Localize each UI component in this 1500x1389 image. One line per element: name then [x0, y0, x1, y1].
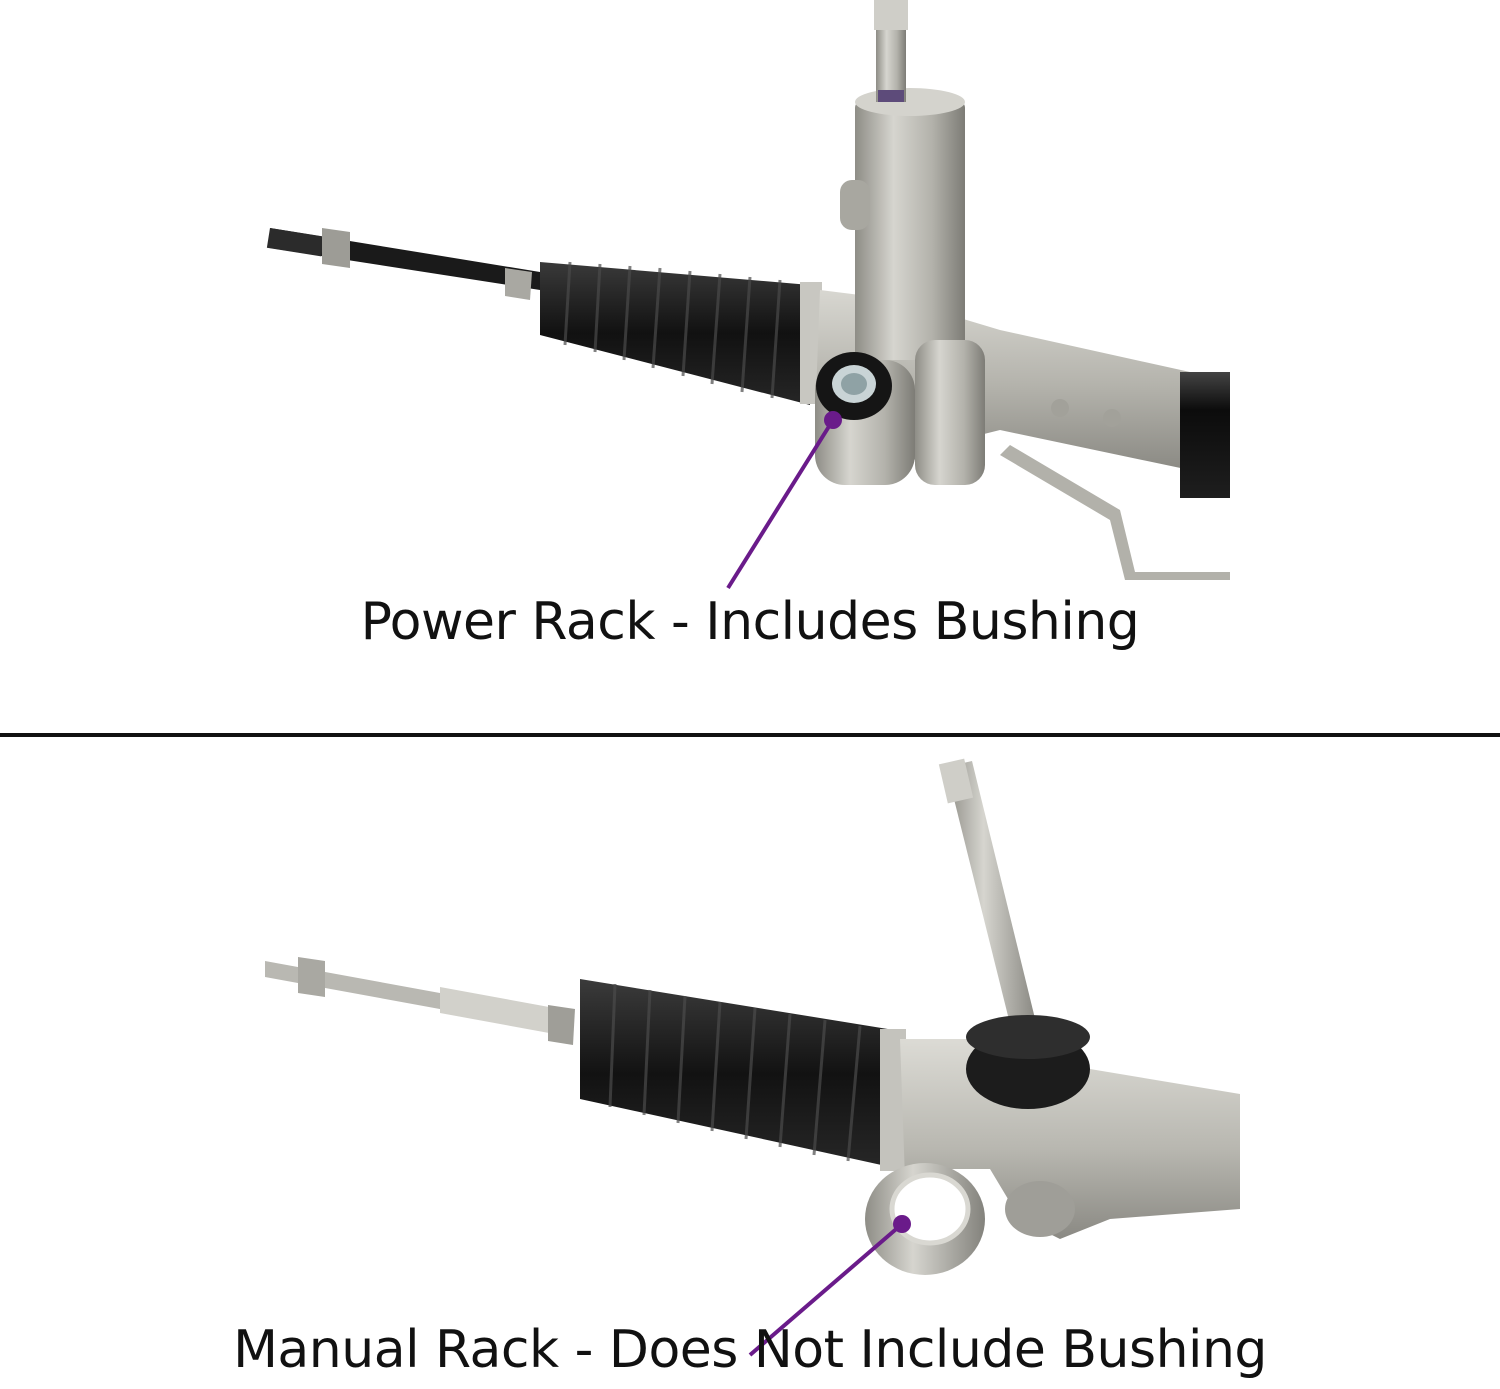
- cylinder-tube: [1180, 372, 1230, 498]
- bushing-mount: [815, 352, 915, 485]
- manual-bushing-eye: [865, 1163, 985, 1275]
- power-rack-panel: Power Rack - Includes Bushing: [266, 0, 1230, 652]
- manual-rack-callout: [748, 1215, 911, 1357]
- bellows-boot: [540, 261, 822, 405]
- manual-boot-clamp: [548, 1005, 575, 1045]
- power-rack-callout: [726, 411, 842, 590]
- manual-rack-panel: Manual Rack - Does Not Include Bushing: [0, 739, 1500, 1389]
- power-rack-illustration: [266, 0, 1230, 590]
- boot-clamp: [505, 268, 532, 300]
- jam-nut: [322, 228, 350, 268]
- pinion-tower: [840, 0, 985, 485]
- manual-pinion: [938, 758, 1090, 1109]
- panel-divider: [0, 733, 1500, 737]
- manual-rack-illustration: [265, 758, 1240, 1357]
- manual-tie-rod: [265, 957, 575, 1045]
- manual-bellows-boot: [580, 979, 906, 1171]
- manual-rack-caption: Manual Rack - Does Not Include Bushing: [233, 1320, 1267, 1380]
- power-rack-caption: Power Rack - Includes Bushing: [360, 592, 1140, 652]
- manual-jam-nut: [298, 957, 325, 997]
- hydraulic-line: [1000, 445, 1230, 580]
- tie-rod: [266, 227, 540, 300]
